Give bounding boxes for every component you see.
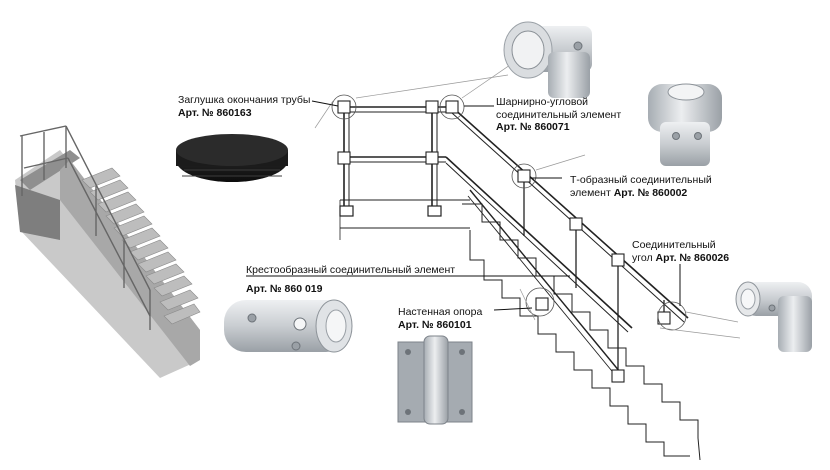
label-t-joint-name-1: Т-образный соединительный xyxy=(570,174,712,186)
label-wall-support-name: Настенная опора xyxy=(398,306,483,318)
label-cross-joint-article: Арт. № 860 019 xyxy=(246,282,323,295)
t-joint-photo xyxy=(648,83,722,166)
label-end-cap-name: Заглушка окончания трубы xyxy=(178,94,311,106)
end-cap-photo xyxy=(176,134,288,182)
label-swivel-joint-article: Арт. № 860071 xyxy=(496,121,570,133)
label-t-joint-name-2: элемент Арт. № 860002 xyxy=(570,187,712,200)
label-elbow: Соединительный угол Арт. № 860026 xyxy=(632,239,729,264)
label-cross-joint-name: Крестообразный соединительный элемент xyxy=(246,264,456,276)
label-t-joint-article: Арт. № 860002 xyxy=(613,186,688,199)
label-t-joint-name-2-prefix: элемент xyxy=(570,186,611,199)
label-swivel-joint: Шарнирно-угловой соединительный элемент … xyxy=(496,96,621,134)
cross-joint-photo xyxy=(224,299,353,353)
swivel-joint-photo xyxy=(503,21,592,98)
label-swivel-joint-name-2: соединительный элемент xyxy=(496,108,622,121)
label-wall-support-article: Арт. № 860101 xyxy=(398,318,472,331)
label-elbow-name-2-prefix: угол xyxy=(632,251,653,264)
label-swivel-joint-name-1: Шарнирно-угловой xyxy=(496,96,589,108)
label-t-joint: Т-образный соединительный элемент Арт. №… xyxy=(570,174,712,199)
label-cross-joint: Крестообразный соединительный элемент Ар… xyxy=(246,264,455,295)
label-elbow-article: Арт. № 860026 xyxy=(655,251,730,264)
label-end-cap-article: Арт. № 860163 xyxy=(178,106,252,119)
wall-support-photo xyxy=(397,335,473,425)
label-elbow-name-2: угол Арт. № 860026 xyxy=(632,252,729,265)
label-leader-lines xyxy=(246,100,681,311)
concrete-staircase-illustration xyxy=(15,125,201,378)
label-end-cap: Заглушка окончания трубы Арт. № 860163 xyxy=(178,94,310,119)
label-elbow-name-1: Соединительный xyxy=(632,239,716,251)
label-wall-support: Настенная опора Арт. № 860101 xyxy=(398,306,482,331)
railing-line-drawing xyxy=(314,64,741,461)
elbow-photo xyxy=(735,281,812,352)
